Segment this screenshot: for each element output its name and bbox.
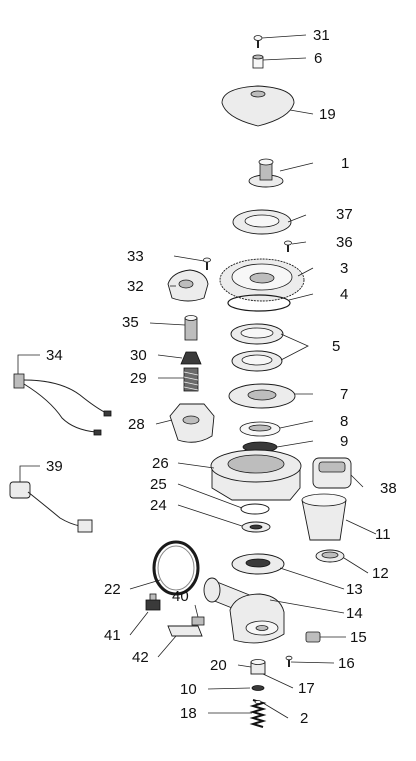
callout-20: 20 [210, 657, 227, 674]
callout-38: 38 [380, 480, 397, 497]
callout-30: 30 [130, 347, 147, 364]
part-14-motor [203, 577, 285, 644]
part-42-plate [167, 625, 203, 637]
part-38-container-top [312, 457, 352, 489]
part-40-clip [191, 616, 205, 626]
callout-6: 6 [314, 50, 322, 67]
part-16-screw [285, 655, 293, 667]
callout-34: 34 [46, 347, 63, 364]
part-8-ring [239, 421, 281, 437]
callout-2: 2 [300, 710, 308, 727]
part-6-bushing [252, 54, 264, 69]
callout-14: 14 [346, 605, 363, 622]
callout-19: 19 [319, 106, 336, 123]
part-2-bolt [254, 700, 262, 704]
callout-12: 12 [372, 565, 389, 582]
callout-5: 5 [332, 338, 340, 355]
callout-29: 29 [130, 370, 147, 387]
callout-22: 22 [104, 581, 121, 598]
part-11-cup [301, 493, 347, 541]
callout-10: 10 [180, 681, 197, 698]
part-30-sleeve [180, 351, 202, 365]
callout-3: 3 [340, 260, 348, 277]
callout-28: 28 [128, 416, 145, 433]
part-22-clamp [152, 540, 200, 596]
callout-9: 9 [340, 433, 348, 450]
part-4-o-ring [227, 294, 291, 312]
part-29-spring [183, 367, 199, 392]
callout-13: 13 [346, 581, 363, 598]
leader-lines [17, 34, 377, 719]
part-1-coupling [248, 158, 284, 188]
part-33-screw [203, 257, 211, 270]
callout-32: 32 [127, 278, 144, 295]
callout-41: 41 [104, 627, 121, 644]
part-20-cup [250, 659, 266, 675]
part-10-washer [251, 685, 265, 691]
callout-16: 16 [338, 655, 355, 672]
callout-4: 4 [340, 286, 348, 303]
part-3-gear-ring [219, 258, 305, 302]
callout-36: 36 [336, 234, 353, 251]
part-25-washer [240, 503, 270, 515]
part-12-ring [315, 549, 345, 563]
part-18-spring [249, 699, 267, 728]
callout-25: 25 [150, 476, 167, 493]
callout-11: 11 [375, 526, 391, 543]
part-41-switch [145, 593, 161, 611]
callout-24: 24 [150, 497, 167, 514]
callout-labels: 31 6 19 1 37 36 33 3 32 4 35 5 34 30 29 … [46, 27, 397, 727]
part-31-screw [253, 35, 263, 48]
part-32-bracket [167, 269, 209, 302]
callout-31: 31 [313, 27, 330, 44]
callout-7: 7 [340, 386, 348, 403]
callout-17: 17 [298, 680, 315, 697]
part-19-cap [221, 85, 295, 127]
callout-42: 42 [132, 649, 149, 666]
part-34-cable [13, 373, 112, 436]
part-5-rings [230, 323, 284, 372]
part-7-clutch [228, 383, 296, 409]
callout-33: 33 [127, 248, 144, 265]
callout-15: 15 [350, 629, 367, 646]
part-26-housing [210, 449, 302, 501]
callout-37: 37 [336, 206, 353, 223]
part-36-screw [284, 240, 292, 252]
part-37-ring [232, 209, 292, 235]
callout-26: 26 [152, 455, 169, 472]
callout-40: 40 [172, 588, 189, 605]
part-28-bracket [169, 403, 215, 443]
callout-39: 39 [46, 458, 63, 475]
callout-35: 35 [122, 314, 139, 331]
callout-1: 1 [341, 155, 349, 172]
part-35-connector [184, 315, 198, 341]
part-15-button [305, 631, 321, 643]
part-13-gear-plate [231, 553, 285, 575]
callout-18: 18 [180, 705, 197, 722]
part-39-harness [9, 481, 93, 533]
part-24-washer [241, 521, 271, 533]
callout-8: 8 [340, 413, 348, 430]
